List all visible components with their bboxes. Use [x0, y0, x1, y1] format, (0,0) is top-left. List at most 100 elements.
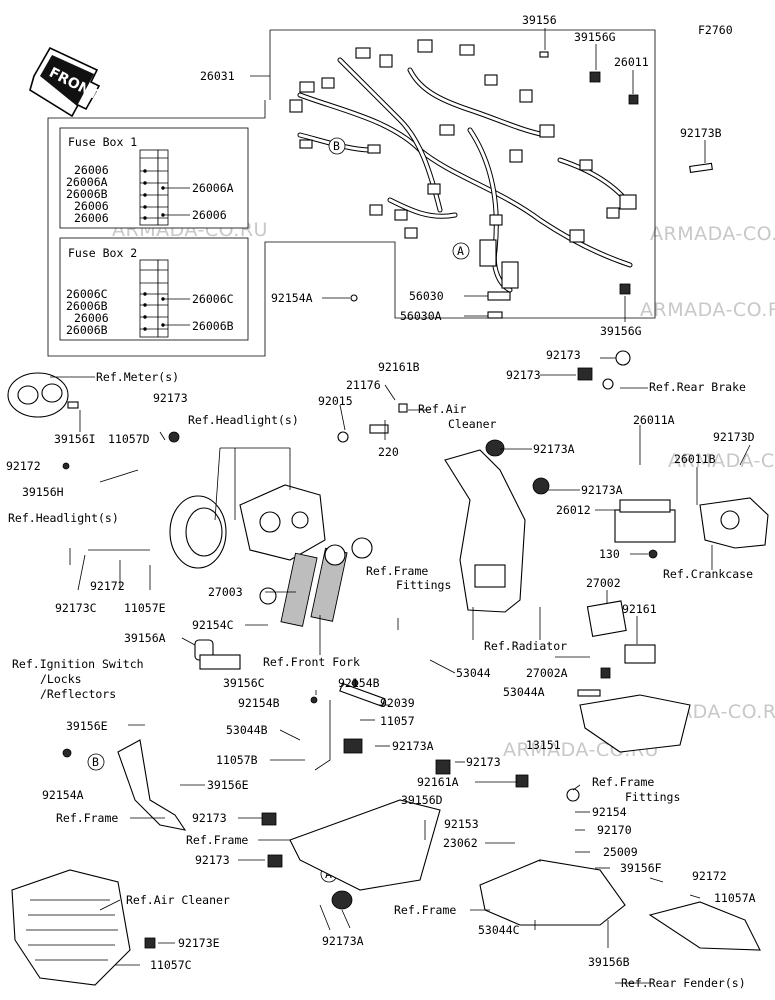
- part-label: 39156G: [600, 324, 642, 338]
- part-label: 92173A: [322, 934, 364, 948]
- fuse-label: 26006: [74, 199, 109, 213]
- part-label: 92173A: [533, 442, 575, 456]
- part-label: 92173: [466, 755, 501, 769]
- part-label: 92173: [195, 853, 230, 867]
- fuse-label: 26006C: [192, 292, 234, 306]
- svg-text:A: A: [457, 244, 464, 258]
- part-label: 92154: [592, 805, 627, 819]
- part-label: Ref.Air: [418, 402, 467, 416]
- fuse-box-2-title: Fuse Box 2: [68, 246, 137, 260]
- fuse-label: 26006: [74, 311, 109, 325]
- part-label: 39156F: [620, 861, 662, 875]
- part-shapes: [7, 51, 769, 986]
- part-label: 39156C: [223, 676, 265, 690]
- part-label: Ref.Crankcase: [663, 567, 753, 581]
- part-label: 56030: [409, 289, 444, 303]
- part-label: 25009: [603, 845, 638, 859]
- part-label: 27002: [586, 576, 621, 590]
- part-label: Ref.Headlight(s): [8, 511, 119, 525]
- part-label: 92161: [622, 602, 657, 616]
- part-label: Fittings: [625, 790, 680, 804]
- watermark: ARMADA-CO.RU: [668, 450, 775, 472]
- watermarks: ARMADA-CO.RU ARMADA-CO.RU ARMADA-CO.RU A…: [112, 219, 775, 761]
- part-label: Ref.Rear Fender(s): [621, 976, 746, 990]
- part-label: 26011: [614, 55, 649, 69]
- part-label: 92154B: [338, 676, 380, 690]
- part-label: 92173: [153, 391, 188, 405]
- part-label: Cleaner: [448, 417, 497, 431]
- fuse-label: 26006B: [66, 187, 108, 201]
- part-label: 92154B: [238, 696, 280, 710]
- part-label: Ref.Meter(s): [96, 370, 179, 384]
- part-label: 92173A: [581, 483, 623, 497]
- part-label: 39156: [522, 13, 557, 27]
- part-label: 92161B: [378, 360, 420, 374]
- part-label: 39156G: [574, 30, 616, 44]
- callout-b-left: B: [87, 753, 105, 771]
- part-label: 39156A: [124, 631, 166, 645]
- leader-lines: [50, 28, 751, 984]
- part-label: 39156B: [588, 955, 630, 969]
- callout-a-top: A: [452, 242, 470, 260]
- fuse-box-2: Fuse Box 2 26006C 26006B 26006 26006B 26…: [59, 237, 249, 341]
- part-label: 26011A: [633, 413, 675, 427]
- part-label: /Locks: [40, 672, 82, 686]
- part-label: 92173: [546, 348, 581, 362]
- part-label: 27002A: [526, 666, 568, 680]
- callout-b-top: B: [328, 137, 346, 155]
- part-label: 11057E: [124, 601, 166, 615]
- part-label: 92153: [444, 817, 479, 831]
- front-arrow-icon: FRONT: [29, 46, 102, 118]
- part-label: Ref.Frame: [56, 811, 118, 825]
- fuse-label: 26006B: [66, 323, 108, 337]
- part-label: 92173: [192, 811, 227, 825]
- part-label: 92173D: [713, 430, 755, 444]
- fuse-box-1: Fuse Box 1 26006 26006A 26006B 26006 260…: [59, 127, 249, 229]
- wiring-harness: [289, 39, 637, 293]
- part-label: 11057A: [714, 891, 756, 905]
- part-label: 39156E: [66, 719, 108, 733]
- part-label: 26031: [200, 69, 235, 83]
- fuse-label: 26006A: [192, 181, 234, 195]
- part-label: 92173: [506, 368, 541, 382]
- part-label: 130: [599, 547, 620, 561]
- part-label: 27003: [208, 585, 243, 599]
- part-label: 13151: [526, 738, 561, 752]
- part-label: 39156E: [207, 778, 249, 792]
- part-label: Ref.Frame: [186, 833, 248, 847]
- part-label: 92161A: [417, 775, 459, 789]
- part-label: 39156I: [54, 432, 96, 446]
- part-label: 11057B: [216, 753, 258, 767]
- part-label: 92015: [318, 394, 353, 408]
- fuse-box-1-title: Fuse Box 1: [68, 135, 137, 149]
- harness-frame: [47, 29, 656, 357]
- fuse-label: 26006C: [66, 287, 108, 301]
- part-label: Ref.Radiator: [484, 639, 567, 653]
- part-label: 92154A: [42, 788, 84, 802]
- part-label: 92172: [6, 459, 41, 473]
- fuse-label: 26006: [192, 208, 227, 222]
- fuse-label: 26006: [74, 163, 109, 177]
- part-label: Ref.Frame: [394, 903, 456, 917]
- part-label: 92154A: [271, 291, 313, 305]
- part-label: 220: [378, 445, 399, 459]
- part-label: Ref.Frame: [592, 775, 654, 789]
- figure-code: F2760: [698, 23, 733, 37]
- fuse-label: 26006B: [66, 299, 108, 313]
- part-label: 21176: [346, 378, 381, 392]
- part-label: 11057C: [150, 958, 192, 972]
- part-label: Ref.Air Cleaner: [126, 893, 230, 907]
- part-label: Ref.Ignition Switch: [12, 657, 144, 671]
- part-labels: 39156 39156G 26011 26031 92173B 92154A 5…: [6, 13, 756, 990]
- part-label: Fittings: [396, 578, 451, 592]
- fuse-label: 26006A: [66, 175, 108, 189]
- part-label: Ref.Front Fork: [263, 655, 360, 669]
- part-label: 92173E: [178, 936, 220, 950]
- part-label: 53044A: [503, 685, 545, 699]
- part-label: 92172: [90, 579, 125, 593]
- svg-text:B: B: [92, 755, 99, 769]
- fuse-label: 26006B: [192, 319, 234, 333]
- part-label: 53044B: [226, 723, 268, 737]
- part-label: 23062: [443, 836, 478, 850]
